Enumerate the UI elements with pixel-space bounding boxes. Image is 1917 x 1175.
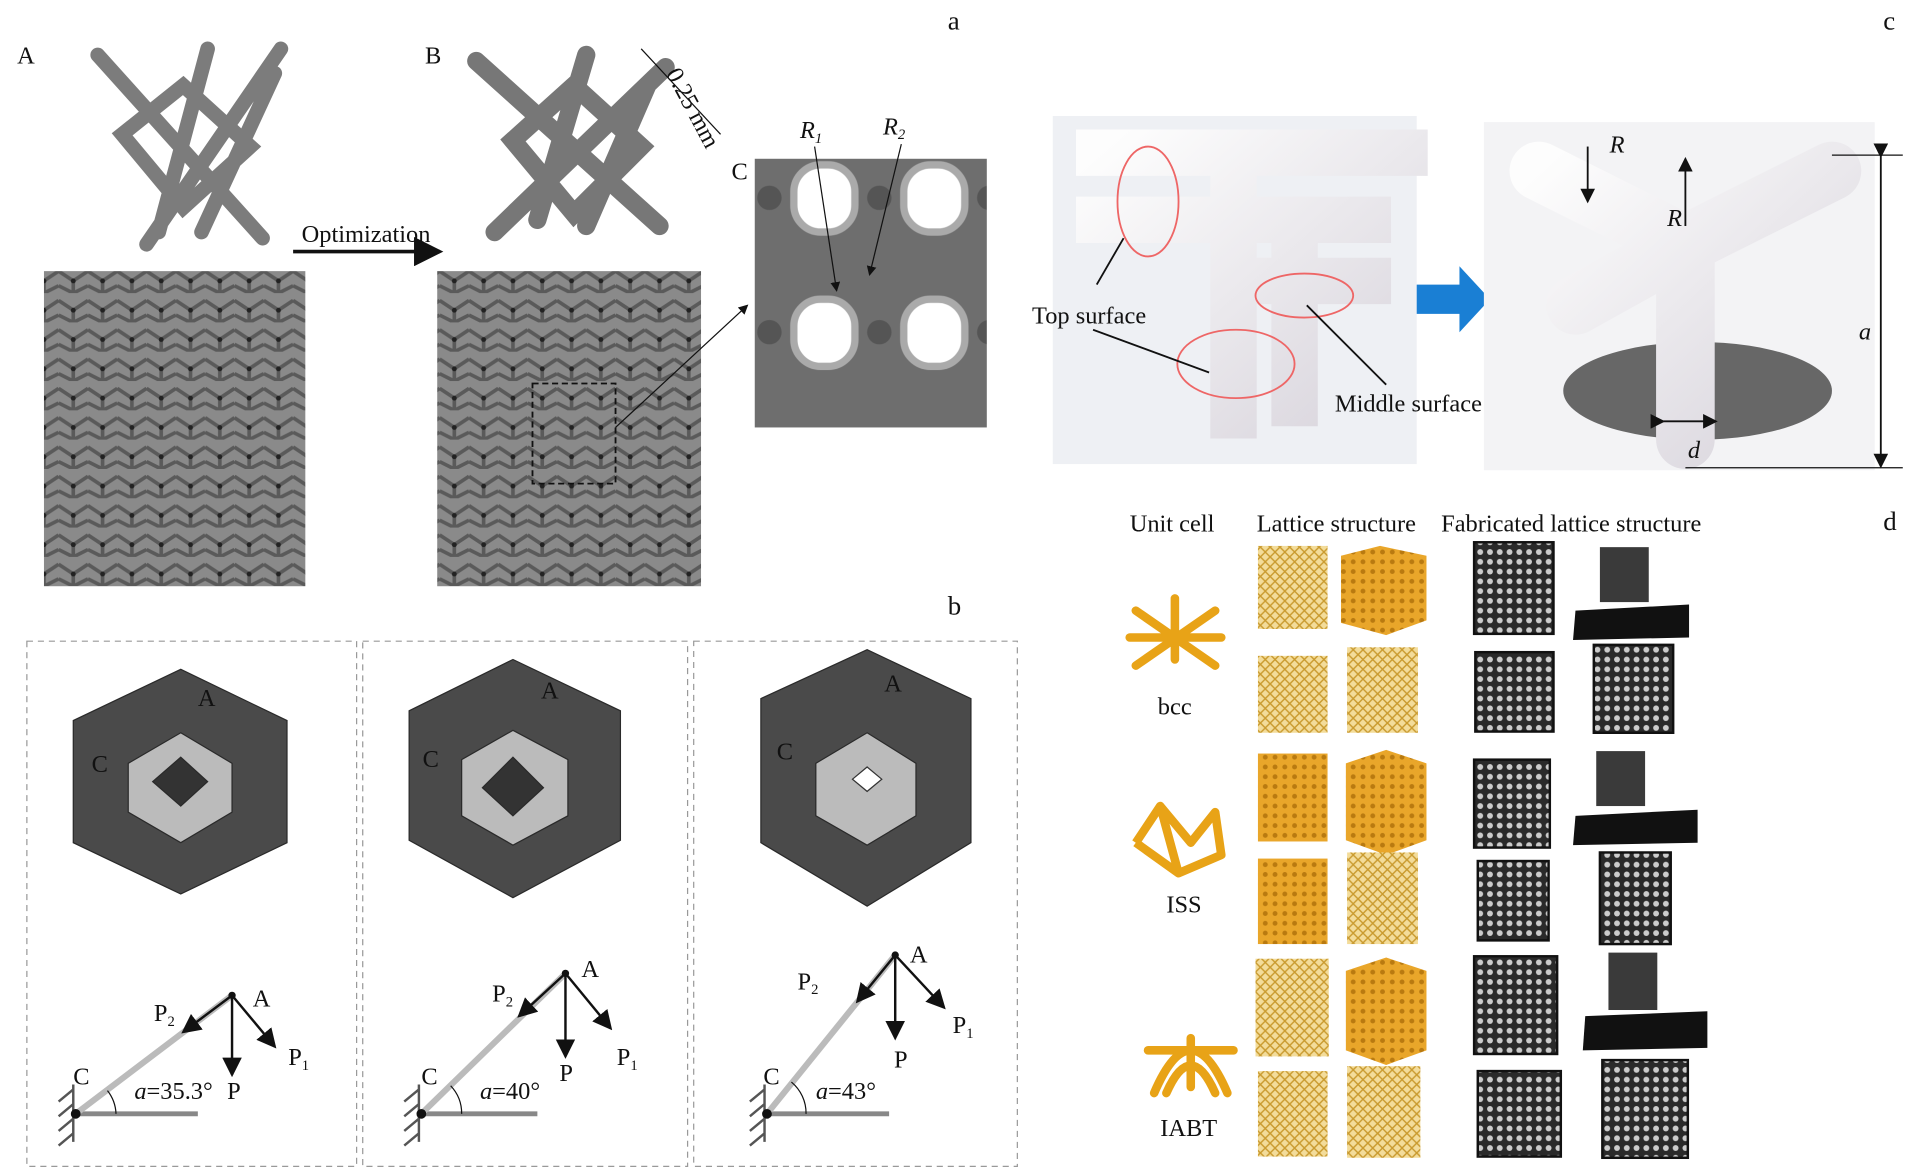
panel-a: a A B C Optimization 0.25 mm (17, 5, 987, 587)
transform-arrow-icon (1416, 266, 1490, 333)
p2-label: P2 (154, 1000, 175, 1030)
force-node-a: A (253, 985, 271, 1012)
panel-b-cell-3: A C A C P2 P1 P a=43° (693, 640, 1018, 1167)
optimization-label: Optimization (302, 221, 431, 248)
force-node-c: C (421, 1064, 437, 1091)
sub-label-A: A (17, 43, 35, 70)
unit-cell-bcc (1125, 594, 1226, 670)
node-a-label: A (541, 678, 559, 705)
unit-cell-iabt (1143, 1033, 1238, 1098)
top-surface-label: Top surface (1032, 303, 1146, 330)
unit-cell-octet (408, 658, 622, 899)
diameter-d-label: d (1688, 437, 1701, 464)
force-node-c: C (763, 1064, 779, 1091)
unit-cell-optimized (467, 45, 675, 242)
r2-pointer (866, 143, 902, 276)
header-fabricated: Fabricated lattice structure (1441, 510, 1701, 537)
p-label: P (227, 1078, 241, 1105)
p1-label: P1 (288, 1044, 309, 1074)
panel-b-letter: b (948, 590, 961, 620)
p1-label: P1 (617, 1044, 638, 1074)
lattice-images-iabt (1255, 952, 1708, 1160)
sub-label-C: C (732, 159, 748, 186)
force-node-a: A (910, 941, 928, 968)
node-c-label: C (423, 746, 439, 773)
unit-cell-iss (1132, 801, 1226, 878)
lattice-block-optimized (437, 271, 702, 587)
p-label: P (559, 1060, 573, 1087)
lattice-images-iss (1257, 749, 1698, 946)
r-label-mid: R (1666, 205, 1682, 232)
dimension-line (640, 48, 722, 135)
panel-d-letter: d (1883, 506, 1897, 536)
zoom-region-box (531, 382, 617, 485)
p2-label: P2 (798, 968, 819, 998)
panel-b-cell-2: A C A C P2 P1 P a=40° (362, 640, 689, 1167)
force-node-a: A (581, 956, 599, 983)
row-label-bcc: bcc (1158, 693, 1192, 720)
header-lattice: Lattice structure (1257, 510, 1416, 537)
panel-d: d Unit cell Lattice structure Fabricated… (1125, 506, 1897, 1160)
panel-b: b A C A C (26, 590, 1018, 1167)
angle-label: a=35.3° (134, 1078, 212, 1105)
angle-label: a=43° (816, 1078, 876, 1105)
header-unit-cell: Unit cell (1130, 510, 1215, 537)
row-label-iabt: IABT (1160, 1115, 1217, 1142)
p-label: P (894, 1046, 908, 1073)
unit-cell-octet (760, 649, 972, 907)
r1-label: R1 (799, 117, 822, 147)
lattice-block-original (43, 271, 306, 587)
angle-label: a=40° (480, 1078, 540, 1105)
panel-c: c Top surface Middle surface R R (1032, 5, 1903, 471)
r2-label: R2 (882, 113, 905, 143)
dimension-label: 0.25 mm (660, 63, 725, 152)
unit-cell-original (90, 41, 289, 252)
node-c-label: C (777, 739, 793, 766)
lattice-detail (754, 158, 987, 428)
p1-label: P1 (953, 1012, 974, 1042)
panel-b-cell-1: A C A C P2 P1 P a=35.3° (26, 640, 358, 1167)
p2-label: P2 (492, 980, 513, 1010)
node-a-label: A (198, 685, 216, 712)
zoom-pointer-arrow (615, 304, 749, 428)
r1-pointer (814, 146, 841, 292)
panel-a-letter: a (948, 5, 960, 35)
r-label-top: R (1609, 132, 1625, 159)
panel-c-letter: c (1883, 5, 1895, 35)
unit-cell-octet (72, 668, 288, 895)
row-label-iss: ISS (1166, 891, 1201, 918)
height-a-label: a (1859, 319, 1871, 346)
node-c-label: C (92, 751, 108, 778)
middle-surface-label: Middle surface (1335, 391, 1482, 418)
node-a-label: A (884, 670, 902, 697)
force-node-c: C (73, 1064, 89, 1091)
lattice-images-bcc (1257, 541, 1690, 735)
sub-label-B: B (425, 43, 441, 70)
